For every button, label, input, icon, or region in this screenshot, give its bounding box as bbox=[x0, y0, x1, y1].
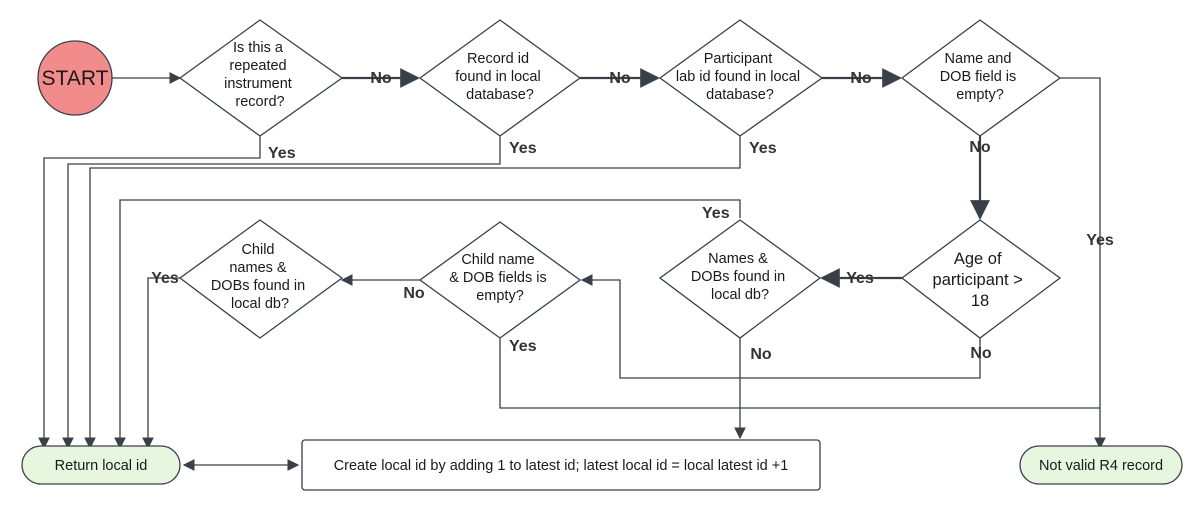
edge-d2-return bbox=[62, 135, 501, 450]
decision-name-dob-empty-label: Name and DOB field is empty? bbox=[940, 51, 1021, 103]
label-d1-no: No bbox=[370, 70, 392, 87]
decision-record-id-label: Record id found in local database? bbox=[455, 51, 544, 103]
decision-child-names-dobs-found bbox=[178, 219, 344, 339]
decision-names-dobs-found-label: Names & DOBs found in local db? bbox=[691, 251, 789, 303]
label-d4-yes: Yes bbox=[1086, 232, 1114, 249]
label-d5-no: No bbox=[970, 345, 992, 362]
decision-record-id bbox=[418, 19, 582, 137]
edge-d6-return bbox=[114, 199, 741, 450]
decision-child-name-dob-empty-label: Child name & DOB fields is empty? bbox=[449, 252, 551, 304]
label-d5-yes: Yes bbox=[846, 270, 874, 287]
label-d6-yes: Yes bbox=[702, 205, 730, 222]
edge-d8-return bbox=[142, 277, 180, 450]
label-d7-no: No bbox=[403, 285, 425, 302]
label-d1-yes: Yes bbox=[268, 145, 296, 162]
decision-age-over-18 bbox=[900, 219, 1062, 339]
process-create-local-id bbox=[301, 439, 821, 491]
edge-d7-notvalid bbox=[499, 338, 1100, 409]
edge-d3-return bbox=[84, 135, 741, 450]
decision-child-name-dob-empty bbox=[418, 221, 582, 339]
label-d8-yes: Yes bbox=[151, 270, 179, 287]
decision-names-dobs-found bbox=[658, 219, 822, 339]
decision-age-over-18-label: Age of participant > 18 bbox=[933, 250, 1028, 310]
label-d3-yes: Yes bbox=[749, 140, 777, 157]
label-d6-no: No bbox=[750, 346, 772, 363]
decision-name-dob-empty bbox=[900, 19, 1062, 137]
label-d3-no: No bbox=[850, 70, 872, 87]
label-d7-yes: Yes bbox=[509, 338, 537, 355]
decision-participant-lab-id-label: Participant lab id found in local databa… bbox=[676, 51, 804, 103]
decision-participant-lab-id bbox=[658, 19, 824, 137]
label-d2-yes: Yes bbox=[509, 140, 537, 157]
edge-d1-return bbox=[38, 135, 261, 450]
label-d4-no: No bbox=[969, 139, 991, 156]
decision-repeated-instrument bbox=[178, 19, 344, 137]
terminal-return-local-id bbox=[21, 445, 181, 485]
edge-d5-d7 bbox=[580, 274, 981, 379]
start-label: START bbox=[42, 67, 109, 90]
edge-d4-notvalid bbox=[1060, 77, 1106, 450]
terminal-not-valid-record-label: Not valid R4 record bbox=[1039, 458, 1163, 474]
start-node bbox=[37, 40, 113, 116]
decision-repeated-instrument-label: Is this a repeated instrument record? bbox=[224, 40, 296, 110]
label-d2-no: No bbox=[609, 70, 631, 87]
terminal-not-valid-record bbox=[1019, 445, 1183, 485]
process-create-local-id-label: Create local id by adding 1 to latest id… bbox=[334, 458, 789, 474]
decision-child-names-dobs-found-label: Child names & DOBs found in local db? bbox=[211, 242, 309, 312]
terminal-return-local-id-label: Return local id bbox=[55, 458, 148, 474]
